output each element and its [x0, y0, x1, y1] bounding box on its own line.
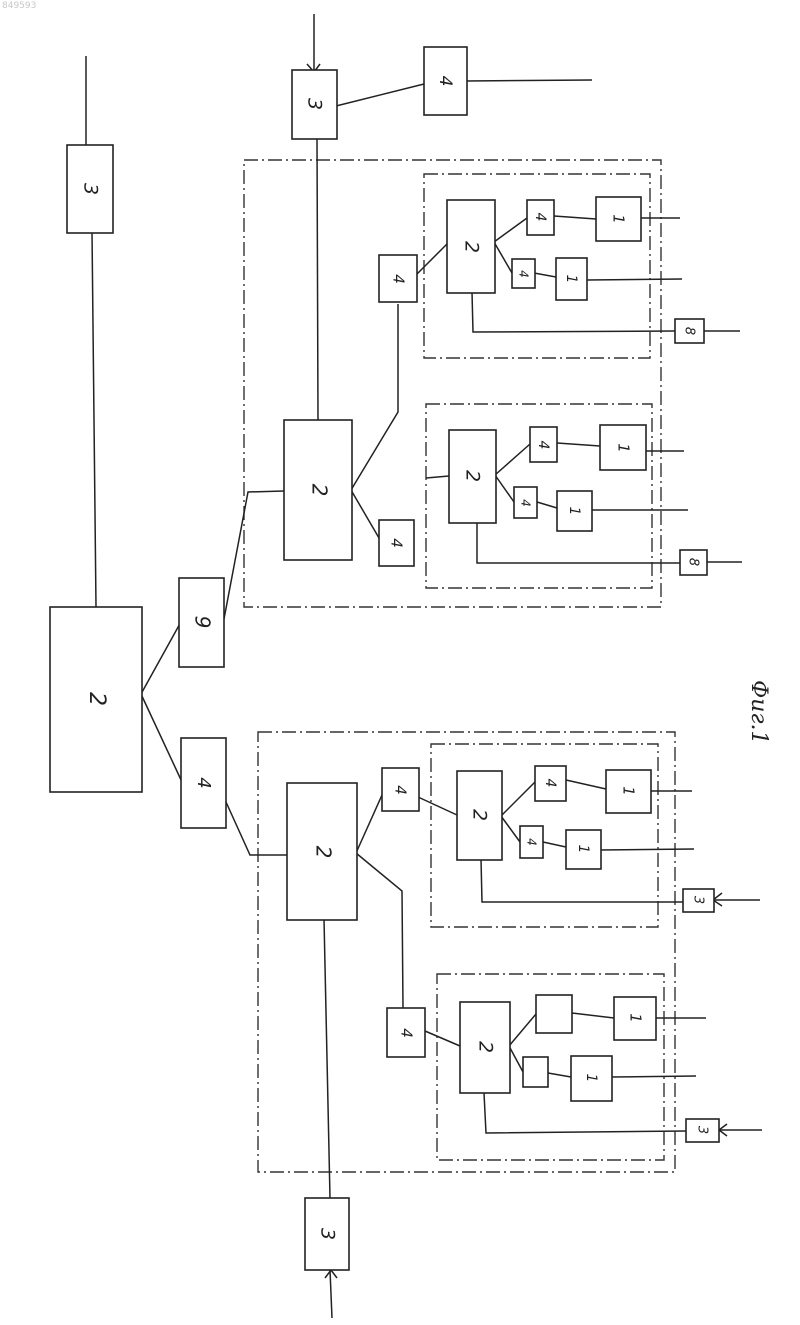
- upper-sub2-device-b-label: 1: [566, 507, 582, 516]
- upper-group-link-b-label: 4: [388, 538, 406, 548]
- unit-9-label: 9: [191, 616, 215, 629]
- figure-caption: Фиг.1: [746, 680, 771, 745]
- lower-sub1-device-a-label: 1: [620, 786, 638, 796]
- lower-sub1-controller-label: 2: [469, 809, 491, 821]
- unit-4-lower-link-label: 4: [193, 777, 214, 788]
- upper-sub2-unit-8-label: 8: [686, 558, 701, 566]
- lower-group-controller-label: 2: [312, 846, 336, 859]
- document-number: 849593: [2, 1, 36, 11]
- lower-sub1-link-b-label: 4: [525, 838, 539, 846]
- upper-sub1-link-b-label: 4: [517, 270, 531, 278]
- upper-sub1-device-a-label: 1: [610, 214, 628, 224]
- lower-sub1-unit-3-label: 3: [691, 896, 706, 904]
- lower-group-link-a-label: 4: [392, 785, 410, 795]
- unit-3-top-label: 3: [80, 183, 102, 195]
- upper-sub2-controller-label: 2: [462, 470, 484, 482]
- upper-sub2-link-a-label: 4: [535, 441, 551, 450]
- lower-sub2-controller-label: 2: [475, 1041, 497, 1053]
- lower-sub1-device-b-label: 1: [575, 845, 591, 854]
- lower-sub2-unit-3-label: 3: [695, 1126, 710, 1134]
- lower-sub1-link-a-label: 4: [542, 779, 558, 788]
- upper-sub1-unit-8-label: 8: [682, 327, 697, 335]
- upper-sub1-controller-label: 2: [461, 241, 483, 253]
- upper-group-link-a-label: 4: [390, 274, 408, 284]
- upper-group-controller-label: 2: [308, 484, 332, 497]
- upper-sub2-device-a-label: 1: [615, 443, 633, 453]
- lower-sub2-device-b-label: 1: [583, 1074, 599, 1083]
- lower-sub2-unlabeled-box-b: [523, 1057, 548, 1087]
- unit-4-top-right-label: 4: [435, 76, 455, 87]
- unit-3-bottom-label: 3: [317, 1228, 339, 1240]
- lower-sub2-device-a-label: 1: [627, 1013, 645, 1023]
- upper-sub2-link-b-label: 4: [519, 499, 533, 507]
- lower-group-link-b-label: 4: [398, 1028, 416, 1038]
- lower-sub2-unlabeled-box-a: [536, 995, 572, 1033]
- unit-3-top-right-label: 3: [304, 98, 326, 110]
- upper-sub1-device-b-label: 1: [563, 275, 579, 284]
- main-controller-label: 2: [84, 692, 109, 706]
- upper-sub1-link-a-label: 4: [532, 213, 548, 222]
